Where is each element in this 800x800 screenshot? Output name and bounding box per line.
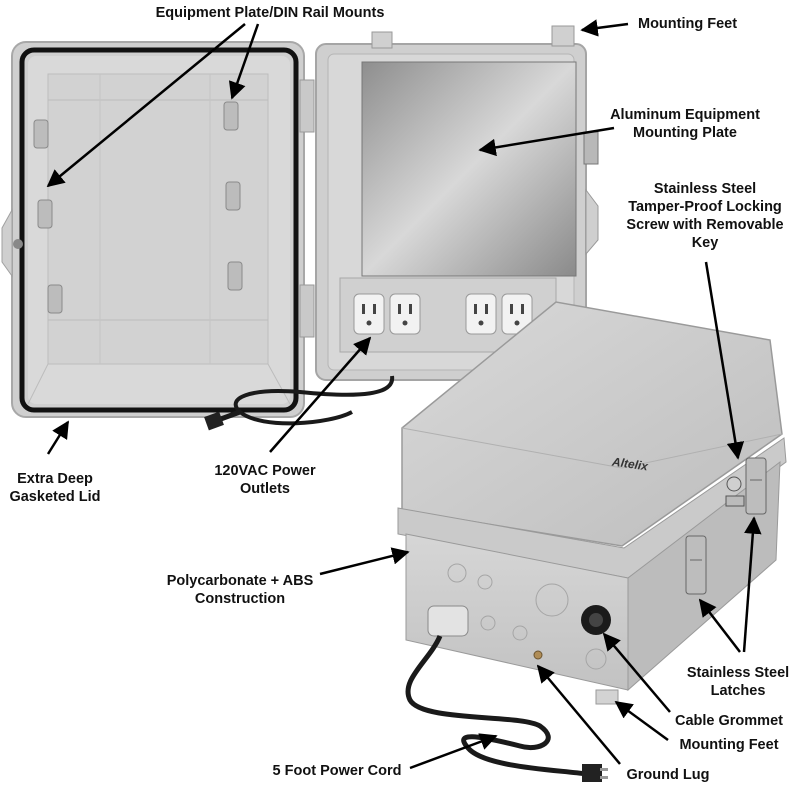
label-mounting-feet-bottom: Mounting Feet: [679, 737, 779, 753]
arrow-construction: [319, 547, 410, 576]
label-equipment-plate-din: Equipment Plate/DIN Rail Mounts: [155, 5, 385, 21]
stainless-latch-rear: [745, 457, 767, 515]
label-aluminum-plate: Aluminum Equipment Mounting Plate: [610, 107, 760, 141]
din-mount-left-2: [37, 199, 53, 229]
power-outlet-2: [389, 293, 421, 335]
ground-lug: [533, 650, 543, 660]
arrow-din-left: [46, 23, 246, 188]
arrow-aluminum-plate: [478, 126, 615, 157]
arrow-cable-grommet: [602, 632, 671, 713]
arrow-gasketed-lid: [46, 420, 70, 455]
arrow-latch-rear: [742, 516, 762, 653]
mounting-foot-top-right: [551, 25, 575, 47]
open-gasketed-lid: [1, 41, 315, 418]
label-construction: Polycarbonate + ABS Construction: [166, 573, 314, 607]
arrow-mounting-feet-bottom: [614, 700, 669, 742]
arrow-locking-screw: [704, 261, 745, 460]
hinge-top: [299, 79, 315, 133]
din-mount-right-3: [227, 261, 243, 291]
open-enclosure-base: [315, 25, 599, 381]
power-outlet-3: [465, 293, 497, 335]
hinge-bottom: [299, 284, 315, 338]
din-mount-right-1: [223, 101, 239, 131]
din-mount-left-3: [47, 284, 63, 314]
stainless-latch-front: [685, 535, 707, 595]
aluminum-mounting-plate: [361, 61, 577, 277]
din-mount-left-1: [33, 119, 49, 149]
callout-arrows: [46, 19, 762, 770]
label-latches: Stainless Steel Latches: [686, 665, 790, 699]
mounting-foot-bottom: [595, 689, 619, 705]
arrow-din-right: [228, 23, 260, 100]
arrow-ground-lug: [536, 664, 621, 765]
arrow-power-cord: [409, 733, 498, 770]
label-locking-screw: Stainless Steel Tamper-Proof Locking Scr…: [626, 181, 784, 251]
label-cable-grommet: Cable Grommet: [675, 713, 783, 729]
arrow-power-outlets: [269, 336, 372, 453]
base-latch: [583, 131, 599, 165]
label-gasketed-lid: Extra Deep Gasketed Lid: [9, 471, 101, 505]
locking-screw: [726, 476, 742, 492]
arrow-mounting-feet-top: [580, 19, 629, 37]
label-mounting-feet-top: Mounting Feet: [638, 16, 738, 32]
label-power-outlets: 120VAC Power Outlets: [214, 463, 316, 497]
cord-gland: [427, 605, 469, 637]
closed-enclosure: [397, 301, 787, 705]
label-ground-lug: Ground Lug: [626, 767, 710, 783]
din-mount-right-2: [225, 181, 241, 211]
mounting-foot-top-left: [371, 31, 393, 49]
power-cord-lower: [405, 634, 608, 782]
arrow-latch-front: [698, 598, 741, 653]
label-power-cord: 5 Foot Power Cord: [272, 763, 402, 779]
power-cord-upper: [204, 375, 395, 431]
power-outlet-1: [353, 293, 385, 335]
